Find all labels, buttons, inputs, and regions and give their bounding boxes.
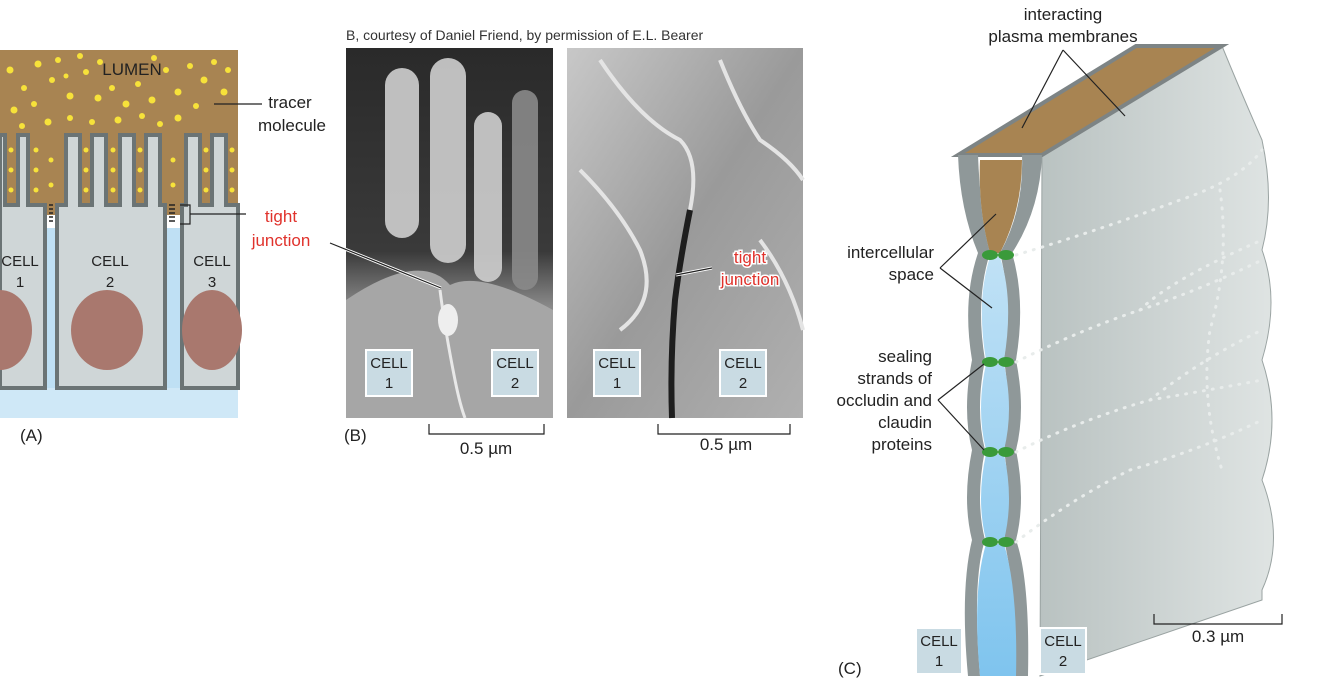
b-right-cell-2-label: CELL — [724, 355, 762, 372]
scale-right-label: 0.5 µm — [700, 435, 752, 454]
tj-right-label-line2: junction — [720, 270, 780, 289]
tracer-label-line2: molecule — [258, 116, 326, 135]
b-left-cell-1-number: 1 — [385, 375, 393, 392]
junction-gap-left — [438, 304, 458, 336]
tracer-label-line1: tracer — [268, 93, 312, 112]
membranes-label-line1: interacting — [1024, 5, 1102, 24]
intercellular-leaders — [939, 213, 997, 309]
scale-left-label: 0.5 µm — [460, 439, 512, 458]
intercellular-space-1-2 — [47, 228, 55, 388]
b-right-cell-1-label: CELL — [598, 355, 636, 372]
c-cell-1-label: CELL — [920, 633, 958, 650]
nucleus-3 — [182, 290, 242, 370]
b-left-cell-1-label: CELL — [370, 355, 408, 372]
membranes-leaders — [1021, 49, 1126, 129]
c-cell-1-box — [915, 627, 963, 675]
lumen-label: LUMEN — [102, 60, 162, 79]
b-left-cell-2-number: 2 — [511, 375, 519, 392]
tight-junction-label-line1: tight — [265, 207, 297, 226]
top-ridge — [950, 44, 1230, 157]
credit-line: B, courtesy of Daniel Friend, by permiss… — [346, 27, 703, 43]
intercellular-label-line1: intercellular — [847, 243, 934, 262]
c-cell-2-label: CELL — [1044, 633, 1082, 650]
scale-bar-left — [428, 424, 545, 435]
left-membrane — [958, 155, 990, 676]
panel-c-label: (C) — [838, 659, 862, 678]
scale-c-label: 0.3 µm — [1192, 627, 1244, 646]
strand-dots — [1014, 148, 1264, 544]
sealing-label-line1: sealing — [878, 347, 932, 366]
b-right-cell-2-number: 2 — [739, 375, 747, 392]
c-cell-1-number: 1 — [935, 653, 943, 670]
nucleus-2 — [71, 290, 143, 370]
membranes-label-line2: plasma membranes — [988, 27, 1137, 46]
sealing-strands — [982, 250, 1014, 547]
tj-leader-right — [675, 267, 713, 276]
top-space-fill — [979, 160, 1022, 253]
tj-right-label-line1: tight — [734, 248, 766, 267]
b-left-cell-2-label: CELL — [496, 355, 534, 372]
intercellular-label-line2: space — [889, 265, 934, 284]
sealing-label-line2: strands of — [857, 369, 932, 388]
tight-junction-marks — [49, 204, 175, 222]
cell-1-label: CELL — [1, 253, 39, 270]
junction-line-right — [668, 209, 693, 419]
cell-3-label: CELL — [193, 253, 231, 270]
sealing-label-line4: claudin — [878, 413, 932, 432]
tj-leader-left — [329, 242, 442, 289]
c-cell-2-box — [1039, 627, 1087, 675]
sealing-label-line5: proteins — [872, 435, 932, 454]
panel-c: interacting plasma membranes intercellul… — [837, 5, 1283, 678]
intercellular-space-2-3 — [167, 228, 180, 388]
tracer-molecules — [6, 53, 235, 193]
cell-2-label: CELL — [91, 253, 129, 270]
sealing-leaders — [937, 363, 985, 451]
membrane-face — [1039, 45, 1274, 677]
cell-3-number: 3 — [208, 274, 216, 291]
panel-a-label: (A) — [20, 426, 43, 445]
c-cell-2-number: 2 — [1059, 653, 1067, 670]
basal-space — [0, 388, 238, 418]
panel-b-label: (B) — [344, 426, 367, 445]
b-right-cell-1-number: 1 — [613, 375, 621, 392]
microvilli-left — [385, 58, 538, 290]
scale-bar-c — [1153, 614, 1283, 625]
scale-bar-right — [657, 424, 791, 435]
nucleus-1 — [0, 290, 32, 370]
tight-junction-label-line2: junction — [251, 231, 311, 250]
cell-2-number: 2 — [106, 274, 114, 291]
cell-1-number: 1 — [16, 274, 24, 291]
intercellular-space-fill — [977, 160, 1022, 676]
panel-a: LUMEN tracer molecule tight junction CEL… — [0, 50, 326, 445]
sealing-label-line3: occludin and — [837, 391, 932, 410]
panel-b: B, courtesy of Daniel Friend, by permiss… — [329, 27, 805, 458]
micrograph-right-texture — [578, 58, 805, 332]
cell-boxes-b — [365, 349, 767, 397]
